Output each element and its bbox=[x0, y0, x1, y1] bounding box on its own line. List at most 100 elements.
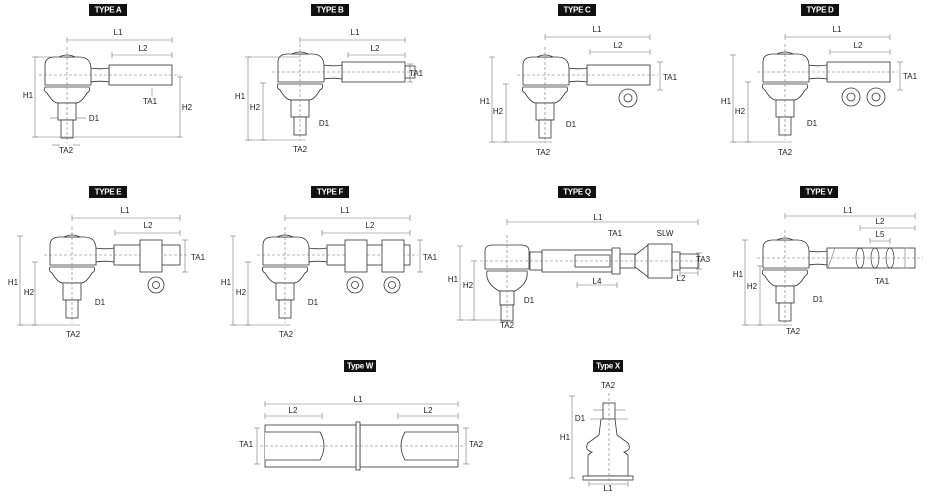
clamp bbox=[381, 239, 405, 273]
panel-type-c: TYPE C L1 L2 TA1 H1 H2 D1 TA2 bbox=[480, 4, 678, 157]
label-d1: D1 bbox=[89, 114, 100, 123]
label-h2: H2 bbox=[24, 288, 35, 297]
label-ta1: TA1 bbox=[143, 97, 158, 106]
label-ta1: TA1 bbox=[875, 277, 890, 286]
type-badge bbox=[593, 360, 623, 372]
drawings bbox=[17, 34, 923, 487]
housing bbox=[522, 56, 570, 86]
label-d1: D1 bbox=[813, 295, 824, 304]
label-h1: H1 bbox=[8, 278, 19, 287]
clamp-hole bbox=[351, 281, 359, 289]
type-title: TYPE E bbox=[95, 188, 123, 197]
housing bbox=[49, 236, 97, 266]
label-ta1: TA1 bbox=[608, 229, 623, 238]
housing-cap bbox=[776, 51, 794, 55]
label-l1: L1 bbox=[114, 28, 123, 37]
panel-type-a: TYPE A L1 L2 TA1 H2 H1 D1 TA2 bbox=[23, 4, 193, 155]
panel-type-d: TYPE D L1 L2 TA1 H1 H2 D1 TA2 bbox=[721, 4, 918, 157]
label-h2: H2 bbox=[463, 281, 474, 290]
tie-rod-end bbox=[757, 44, 898, 140]
label-ta2: TA2 bbox=[469, 440, 484, 449]
label-d1: D1 bbox=[95, 298, 106, 307]
label-slw: SLW bbox=[657, 229, 674, 238]
label-l1: L1 bbox=[594, 213, 603, 222]
clamp bbox=[344, 239, 368, 273]
label-l2: L2 bbox=[371, 44, 380, 53]
housing bbox=[762, 53, 810, 83]
label-l2: L2 bbox=[677, 274, 686, 283]
type-badge bbox=[89, 186, 127, 198]
housing-cap bbox=[276, 234, 294, 238]
panel-type-f: TYPE F L1 L2 TA1 H1 H2 D1 TA2 bbox=[221, 186, 438, 339]
label-ta2: TA2 bbox=[786, 327, 801, 336]
panel-type-q: TYPE Q L1 TA1 SLW TA3 L2 L4 H1 H2 D1 TA2 bbox=[448, 186, 711, 330]
label-h1: H1 bbox=[448, 275, 459, 284]
label-ta2: TA2 bbox=[293, 145, 308, 154]
housing bbox=[262, 236, 310, 266]
label-h1: H1 bbox=[235, 92, 246, 101]
type-badge bbox=[800, 186, 838, 198]
label-h1: H1 bbox=[480, 97, 491, 106]
label-l1: L1 bbox=[604, 484, 613, 493]
panel-type-b: TYPE B L1 L2 TA1 H1 H2 D1 TA2 bbox=[235, 4, 424, 154]
label-ta1: TA1 bbox=[239, 440, 254, 449]
label-l1: L1 bbox=[844, 206, 853, 215]
label-ta1: TA1 bbox=[409, 69, 424, 78]
label-l1: L1 bbox=[351, 28, 360, 37]
label-h1: H1 bbox=[721, 97, 732, 106]
housing-cap bbox=[776, 237, 794, 241]
clamp-hole bbox=[152, 281, 160, 289]
housing-cap bbox=[63, 234, 81, 238]
type-title: Type W bbox=[347, 362, 374, 371]
clamp bbox=[139, 239, 163, 273]
clevis-hole bbox=[623, 93, 633, 103]
label-l1: L1 bbox=[354, 395, 363, 404]
label-ta2: TA2 bbox=[778, 148, 793, 157]
housing bbox=[44, 56, 92, 86]
type-badge bbox=[558, 186, 596, 198]
label-d1: D1 bbox=[566, 120, 577, 129]
label-d1: D1 bbox=[319, 119, 330, 128]
tie-rod-end bbox=[44, 227, 188, 323]
tie-rod-end bbox=[517, 47, 658, 143]
label-d1: D1 bbox=[524, 296, 535, 305]
panel-type-v: TYPE V L1 L2 L5 TA1 H1 H2 D1 TA2 bbox=[733, 186, 890, 336]
label-l2-right: L2 bbox=[424, 406, 433, 415]
label-l2: L2 bbox=[139, 44, 148, 53]
ball-joint-body bbox=[586, 418, 630, 477]
label-l1: L1 bbox=[341, 206, 350, 215]
label-ta2: TA2 bbox=[59, 146, 74, 155]
type-title: TYPE V bbox=[806, 188, 834, 197]
label-h1: H1 bbox=[733, 270, 744, 279]
groove bbox=[855, 247, 865, 269]
label-d1: D1 bbox=[308, 298, 319, 307]
clevis-hole bbox=[871, 92, 881, 102]
type-title: TYPE D bbox=[806, 6, 834, 15]
bore-left bbox=[265, 431, 325, 461]
label-h1: H1 bbox=[560, 433, 571, 442]
type-title: TYPE F bbox=[317, 188, 344, 197]
tie-rod-end-q bbox=[480, 235, 705, 323]
base-flange bbox=[582, 475, 634, 481]
label-ta2: TA2 bbox=[279, 330, 294, 339]
type-title: TYPE Q bbox=[563, 188, 591, 197]
label-ta2: TA2 bbox=[601, 381, 616, 390]
label-l2: L2 bbox=[366, 221, 375, 230]
label-l2: L2 bbox=[876, 217, 885, 226]
label-l2: L2 bbox=[144, 221, 153, 230]
label-h2: H2 bbox=[250, 103, 261, 112]
type-badge bbox=[89, 4, 127, 16]
label-l2: L2 bbox=[854, 41, 863, 50]
label-h1: H1 bbox=[23, 91, 34, 100]
label-l2-left: L2 bbox=[289, 406, 298, 415]
label-d1: D1 bbox=[807, 119, 818, 128]
break-line bbox=[827, 247, 836, 269]
label-ta1: TA1 bbox=[663, 73, 678, 82]
label-l4: L4 bbox=[593, 277, 602, 286]
tie-rod-end bbox=[272, 44, 423, 140]
bore-right bbox=[400, 431, 458, 461]
type-title: Type X bbox=[596, 362, 621, 371]
label-ta2: TA2 bbox=[536, 148, 551, 157]
panel-type-x: Type X TA2 D1 H1 L1 bbox=[560, 360, 623, 493]
